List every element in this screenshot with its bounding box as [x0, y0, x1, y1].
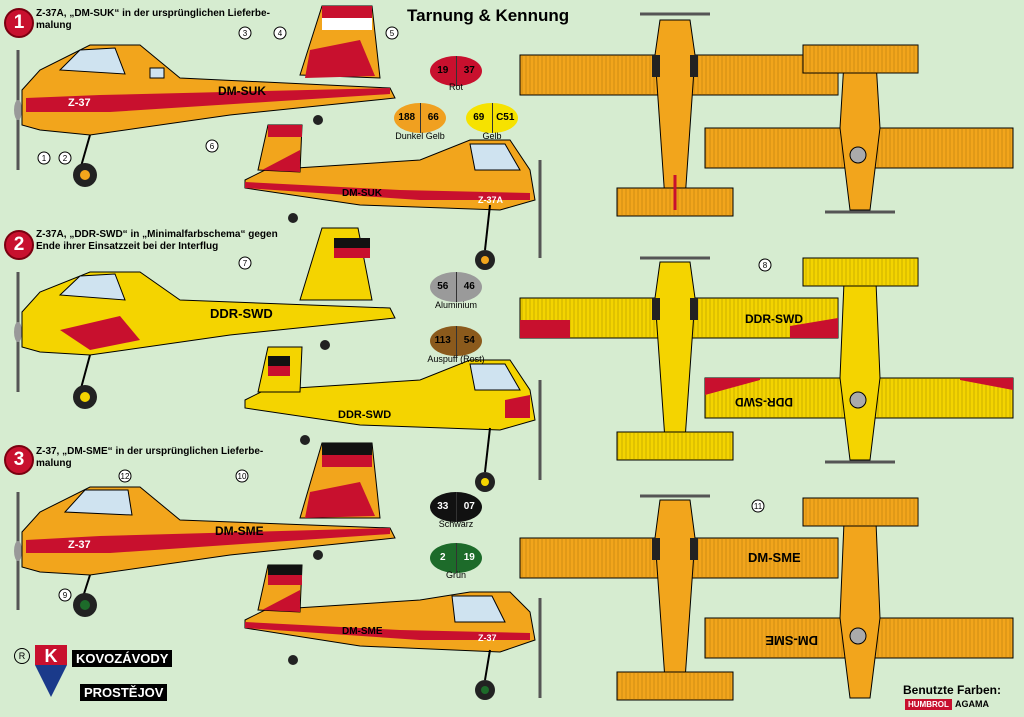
scheme-3-caption-line1: Z-37, „DM-SME“ in der ursprünglichen Lie… [36, 446, 264, 457]
callout-1: 1 [37, 151, 51, 165]
scheme-3-number: 3 [4, 445, 34, 475]
svg-text:10: 10 [238, 472, 247, 481]
scheme-3-caption-line2: malung [36, 458, 72, 469]
svg-text:3: 3 [243, 29, 248, 38]
scheme-2-caption: Z-37A, „DDR-SWD“ in „Minimalfarbschema“ … [36, 229, 306, 253]
brand-line1: KOVOZÁVODY [72, 650, 173, 667]
scheme-2-reg-side: DDR-SWD [210, 306, 273, 321]
scheme-1-number: 1 [4, 8, 34, 38]
scheme-3-reg-side: DM-SME [215, 524, 264, 538]
callout-3: 3 [238, 26, 252, 40]
scheme-1-code-small: Z-37A [478, 195, 504, 205]
svg-text:8: 8 [763, 261, 768, 270]
scheme-2-reg-bottom: DDR-SWD [735, 395, 793, 409]
callout-2: 2 [58, 151, 72, 165]
scheme-2-caption-line2: Ende ihrer Einsatzzeit bei der Interflug [36, 241, 219, 252]
scheme-1-reg-side-small: DM-SUK [342, 188, 383, 199]
scheme-3-code-side: Z-37 [68, 539, 91, 551]
svg-text:5: 5 [390, 29, 395, 38]
svg-text:4: 4 [278, 29, 283, 38]
callout-7: 7 [238, 256, 252, 270]
brand-line2: PROSTĚJOV [80, 684, 168, 701]
scheme-1-caption-line1: Z-37A, „DM-SUK“ in der ursprünglichen Li… [36, 8, 270, 19]
scheme-1-top-view [519, 12, 839, 217]
svg-text:1: 1 [42, 154, 47, 163]
svg-text:11: 11 [754, 502, 763, 511]
registered-mark: R [14, 648, 30, 664]
scheme-3-side-view-starboard: DM-SME Z-37 [244, 564, 542, 700]
callout-4: 4 [273, 26, 287, 40]
colors-used-label: Benutzte Farben: [903, 683, 1002, 697]
scheme-2-bottom-view: DDR-SWD [704, 257, 1014, 464]
callout-11: 11 [751, 499, 765, 513]
svg-text:K: K [45, 646, 58, 666]
scheme-2-reg-side-small: DDR-SWD [338, 409, 391, 421]
swatch-gelb-label: Gelb [482, 131, 502, 141]
scheme-3-reg-side-small: DM-SME [342, 626, 383, 637]
kovozavody-logo: K [35, 645, 67, 697]
svg-text:7: 7 [243, 259, 248, 268]
svg-text:12: 12 [121, 472, 130, 481]
sheet-title: Tarnung & Kennung [407, 6, 570, 25]
svg-text:6: 6 [210, 142, 215, 151]
scheme-1-bottom-view [704, 44, 1014, 214]
scheme-2-number: 2 [4, 230, 34, 260]
scheme-1-code-side: Z-37 [68, 97, 91, 109]
swatch-schwarz-label: Schwarz [438, 519, 474, 529]
scheme-3-reg-top: DM-SME [748, 550, 801, 565]
svg-text:2: 2 [63, 154, 68, 163]
scheme-2-caption-line1: Z-37A, „DDR-SWD“ in „Minimalfarbschema“ … [36, 229, 278, 240]
scheme-1-side-view-port: DM-SUK Z-37 [14, 5, 396, 187]
callout-6: 6 [205, 139, 219, 153]
scheme-3-reg-bottom: DM-SME [765, 633, 818, 648]
swatch-auspuff-label: Auspuff (Rost) [427, 354, 485, 364]
callout-9: 9 [58, 588, 72, 602]
scheme-3-code-small: Z-37 [478, 633, 497, 643]
agama-logo: AGAMA [955, 699, 989, 709]
callout-8: 8 [758, 258, 772, 272]
humbrol-logo: HUMBROL [905, 699, 952, 710]
scheme-1-caption: Z-37A, „DM-SUK“ in der ursprünglichen Li… [36, 8, 306, 32]
svg-text:9: 9 [63, 591, 68, 600]
swatch-aluminium-label: Aluminium [434, 300, 477, 310]
swatch-gruen-label: Grün [445, 570, 466, 580]
callout-10: 10 [235, 469, 249, 483]
callouts: 3 4 5 1 2 6 7 8 10 11 12 9 [37, 26, 772, 602]
scheme-3-caption: Z-37, „DM-SME“ in der ursprünglichen Lie… [36, 446, 306, 470]
scheme-1-caption-line2: malung [36, 20, 72, 31]
scheme-3-bottom-view: DM-SME [704, 497, 1014, 699]
callout-12: 12 [118, 469, 132, 483]
scheme-2-top-view: DDR-SWD [519, 256, 839, 461]
swatch-rot-label: Rot [448, 82, 463, 92]
scheme-2-side-view-port: DDR-SWD [14, 227, 396, 409]
scheme-1-side-view-starboard: DM-SUK Z-37A [244, 124, 542, 270]
scheme-1-reg-side: DM-SUK [218, 84, 266, 98]
swatch-dunkel-gelb-label: Dunkel Gelb [395, 131, 445, 141]
callout-5: 5 [385, 26, 399, 40]
scheme-2-side-view-starboard: DDR-SWD [244, 346, 542, 492]
scheme-3-top-view: DM-SME [519, 494, 839, 701]
scheme-3-side-view-port: DM-SME Z-37 [14, 442, 396, 617]
scheme-2-reg-top: DDR-SWD [745, 312, 803, 326]
